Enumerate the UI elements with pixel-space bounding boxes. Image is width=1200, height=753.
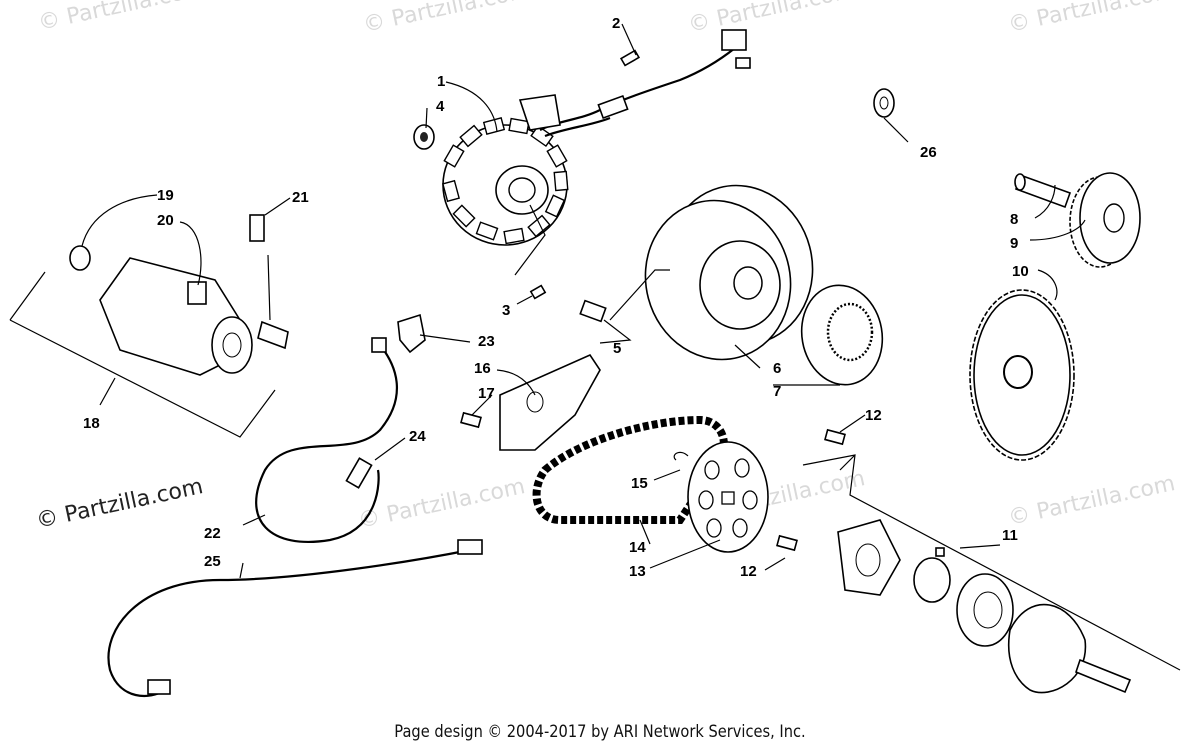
callout-label: 20 [157, 212, 174, 229]
callout-label: 19 [157, 187, 174, 204]
callout-label: 13 [629, 563, 646, 580]
callout-label: 14 [629, 539, 646, 556]
watermark: © Partzilla.com [36, 0, 207, 36]
callout-label: 1 [437, 73, 445, 90]
callout-label: 15 [631, 475, 648, 492]
callout-label: 22 [204, 525, 221, 542]
sprocket-cover-part [460, 353, 601, 451]
callout-label: 23 [478, 333, 495, 350]
callout-label: 11 [1002, 527, 1018, 544]
callout-label: 3 [502, 302, 510, 319]
cable-parts [107, 313, 483, 698]
watermark: © Partzilla.com [686, 0, 857, 38]
leader-lines [9, 23, 1181, 671]
watermark: © Partzilla.com [356, 474, 527, 534]
callout-label: 7 [773, 383, 781, 400]
callout-label: 25 [204, 553, 221, 570]
starter-clutch-part [800, 284, 884, 386]
watermark: © Partzilla.com [34, 474, 205, 534]
flywheel-part [644, 184, 814, 361]
watermark: © Partzilla.com [361, 0, 532, 38]
callout-label: 10 [1012, 263, 1029, 280]
callout-label: 12 [865, 407, 882, 424]
callout-labels: 1 2 3 4 5 6 7 8 9 10 11 12 12 13 14 15 1… [83, 15, 1029, 580]
starter-motor-part [69, 214, 289, 376]
callout-label: 8 [1010, 211, 1018, 228]
page-design-footer: Page design © 2004-2017 by ARI Network S… [394, 722, 806, 742]
gear-and-shaft-parts [1014, 172, 1141, 268]
callout-label: 4 [436, 98, 445, 115]
small-fastener-parts [413, 49, 641, 300]
callout-label: 12 [740, 563, 757, 580]
watermark: © Partzilla.com [1006, 471, 1177, 531]
flywheel-bolt-part [579, 299, 607, 323]
callout-label: 5 [613, 340, 621, 357]
callout-label: 26 [920, 144, 937, 161]
callout-label: 6 [773, 360, 781, 377]
callout-label: 21 [292, 189, 309, 206]
driven-gear-part [969, 289, 1075, 461]
callout-label: 17 [478, 385, 495, 402]
callout-label: 24 [409, 428, 426, 445]
callout-label: 16 [474, 360, 491, 377]
chain-sprocket-part [532, 415, 769, 553]
stator-part [442, 29, 751, 246]
washer-part [873, 88, 895, 118]
watermark: © Partzilla.com [1006, 0, 1177, 38]
callout-label: 2 [612, 15, 620, 32]
callout-label: 18 [83, 415, 100, 432]
oil-pump-assembly-part [776, 428, 1132, 694]
callout-label: 9 [1010, 235, 1018, 252]
